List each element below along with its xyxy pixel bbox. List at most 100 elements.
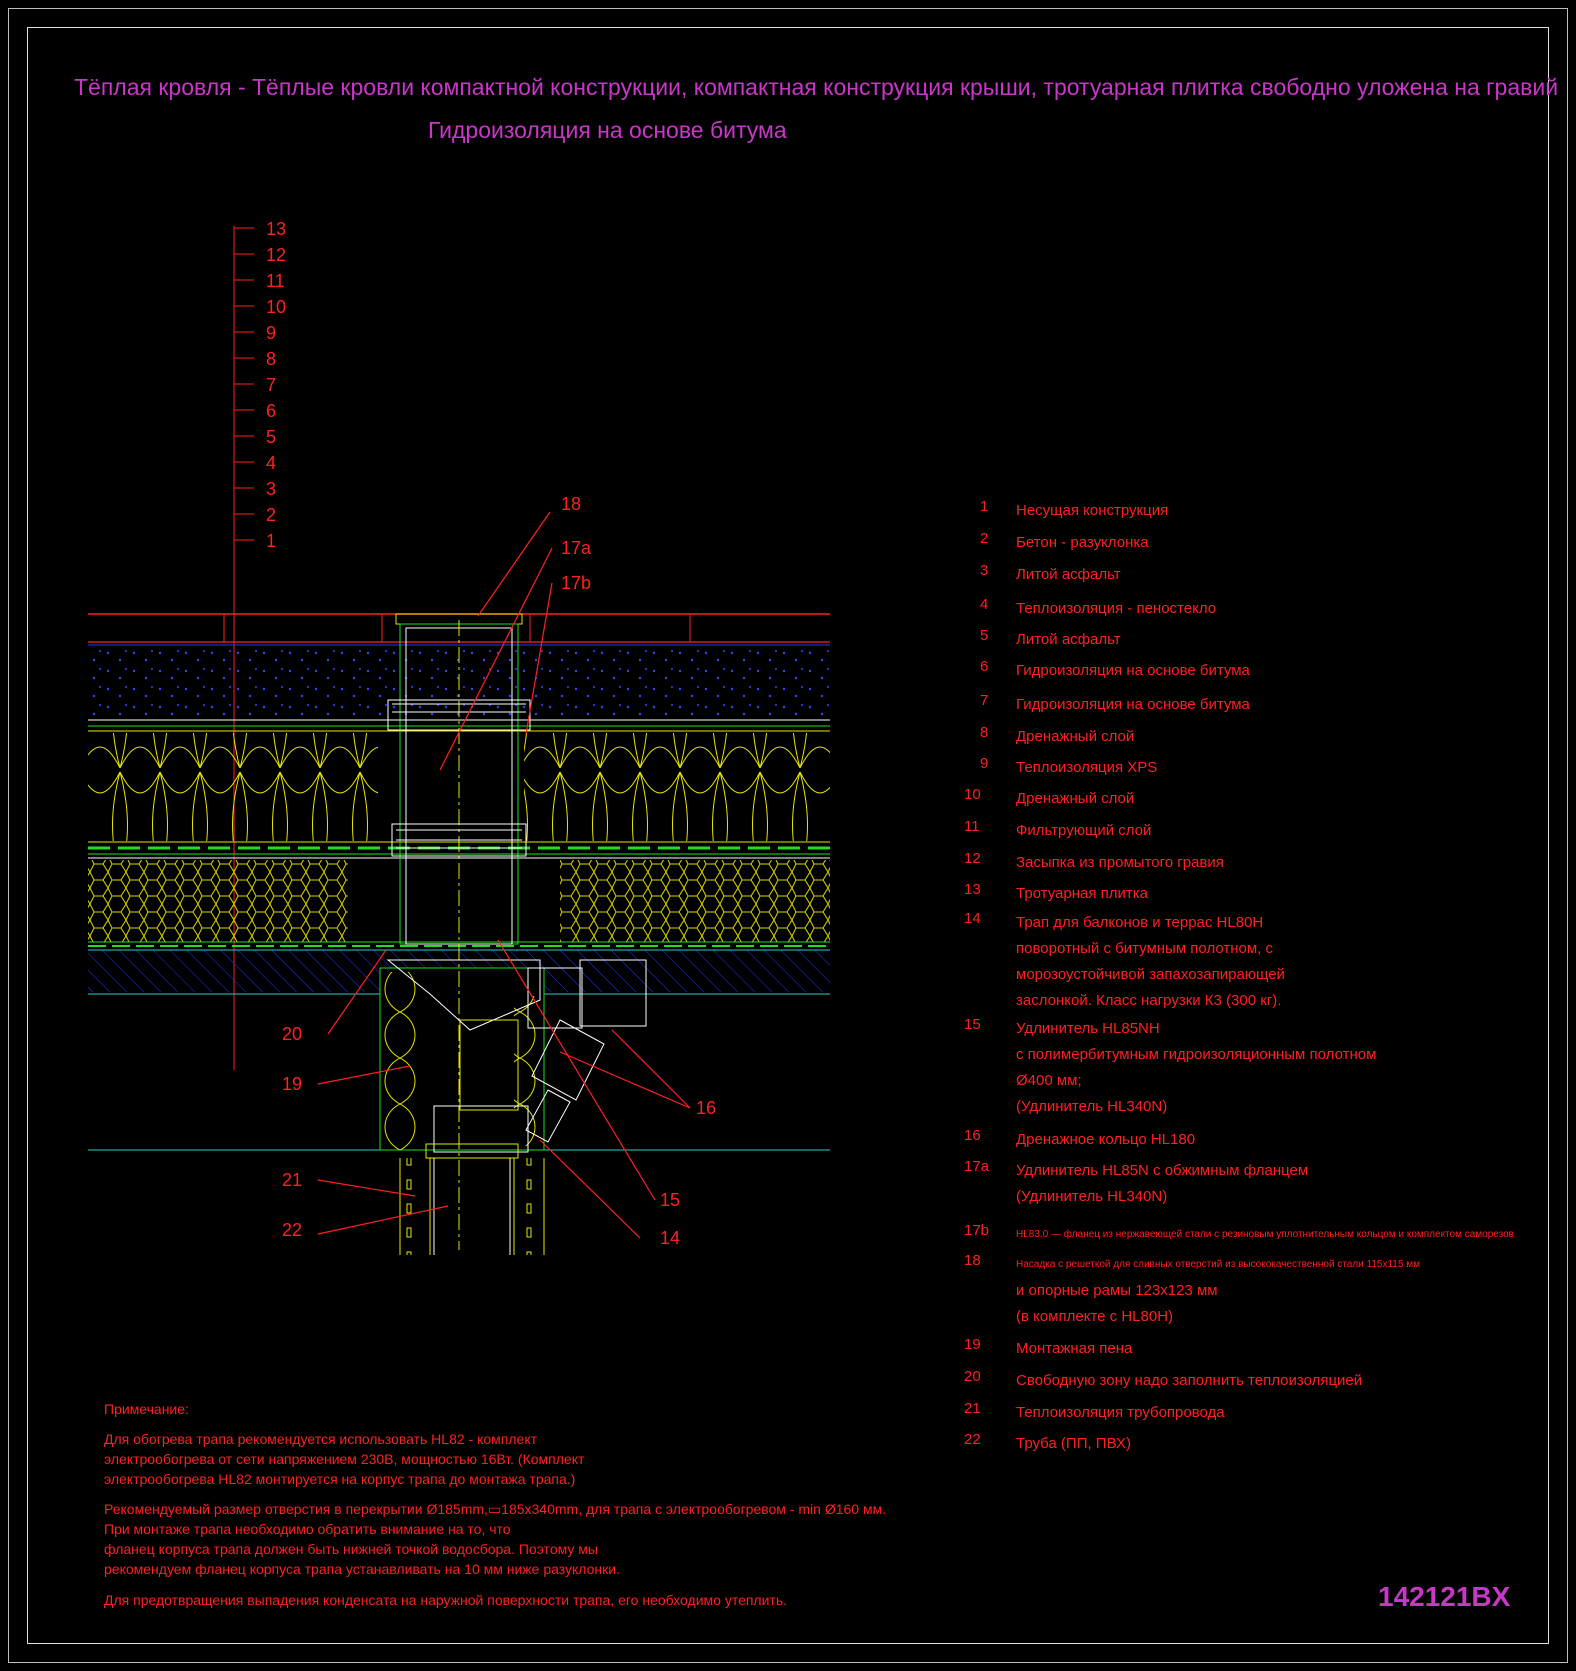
callout-14: 14 [660, 1228, 681, 1248]
drawing-code: 142121BX [1378, 1581, 1511, 1612]
legend-line: HL83.0 — фланец из нержавеющей стали с р… [1016, 1229, 1514, 1240]
legend-line: Удлинитель HL85N с обжимным фланцем [1016, 1162, 1309, 1179]
legend-line: Литой асфальт [1016, 631, 1121, 648]
legend-line: поворотный с битумным полотном, с [1016, 940, 1274, 957]
legend-line: Дренажное кольцо HL180 [1016, 1131, 1196, 1148]
legend-number: 18 [964, 1252, 981, 1269]
legend-line: Фильтрующий слой [1016, 822, 1152, 839]
callout-8: 8 [266, 349, 277, 369]
legend-number: 15 [964, 1016, 981, 1033]
legend-text: Удлинитель HL85N с обжимным фланцем (Удли… [1016, 1158, 1308, 1210]
legend-line: Удлинитель HL85NH [1016, 1020, 1160, 1037]
legend-number: 5 [980, 627, 989, 644]
callout-leaders [317, 511, 691, 1239]
legend-line: Бетон - разуклонка [1016, 534, 1149, 551]
legend-number: 17b [964, 1222, 990, 1239]
legend-text: Засыпка из промытого гравия [1016, 850, 1224, 876]
legend-line: заслонкой. Класс нагрузки К3 (300 кг). [1016, 992, 1282, 1009]
legend-line: (Удлинитель HL340N) [1016, 1188, 1168, 1205]
note-line: Рекомендуемый размер отверстия в перекры… [104, 1501, 887, 1517]
callout-11: 11 [266, 271, 285, 291]
legend-text: Теплоизоляция - пеностекло [1016, 596, 1216, 622]
legend-number: 7 [980, 692, 989, 709]
callout-1: 1 [266, 531, 277, 551]
notes-heading: Примечание: [104, 1401, 189, 1417]
legend-number: 11 [964, 818, 980, 835]
legend-text: Монтажная пена [1016, 1336, 1132, 1362]
callout-10: 10 [266, 297, 287, 317]
legend-line: (в комплекте с HL80H) [1016, 1308, 1174, 1325]
title-line-1: Тёплая кровля - Тёплые кровли компактной… [74, 74, 1559, 100]
legend-line: Труба (ПП, ПВХ) [1016, 1435, 1131, 1452]
callout-13: 13 [266, 219, 287, 239]
legend-line: Трап для балконов и террас HL80H [1016, 914, 1264, 931]
legend-text: Фильтрующий слой [1016, 818, 1151, 844]
note-paragraph: Для предотвращения выпадения конденсата … [104, 1590, 787, 1610]
legend-text: Бетон - разуклонка [1016, 530, 1149, 556]
outer-frame [8, 8, 1568, 1663]
legend-text: Тротуарная плитка [1016, 881, 1148, 907]
legend-text: Удлинитель HL85NH с полимербитумным гидр… [1016, 1016, 1376, 1120]
legend-number: 9 [980, 755, 989, 772]
callout-2: 2 [266, 505, 277, 525]
legend-line: Теплоизоляция - пеностекло [1016, 600, 1217, 617]
callout-21: 21 [282, 1170, 303, 1190]
legend-text: Теплоизоляция XPS [1016, 755, 1157, 781]
legend-number: 19 [964, 1336, 981, 1353]
legend-line: Теплоизоляция XPS [1016, 759, 1158, 776]
callout-6: 6 [266, 401, 277, 421]
legend-text: Труба (ПП, ПВХ) [1016, 1431, 1131, 1457]
legend-number: 20 [964, 1368, 981, 1385]
legend-number: 4 [980, 596, 989, 613]
legend-line: Свободную зону надо заполнить теплоизоля… [1016, 1372, 1363, 1389]
legend-number: 14 [964, 910, 981, 927]
legend-number: 16 [964, 1127, 981, 1144]
legend-line: Засыпка из промытого гравия [1016, 854, 1224, 871]
legend-number: 21 [964, 1400, 981, 1417]
legend-line: Тротуарная плитка [1016, 885, 1149, 902]
legend-text: Свободную зону надо заполнить теплоизоля… [1016, 1368, 1362, 1394]
legend-line: морозоустойчивой запахозапирающей [1016, 966, 1285, 983]
note-line: фланец корпуса трапа должен быть нижней … [104, 1541, 598, 1557]
legend-text: Несущая конструкция [1016, 498, 1168, 524]
legend-line: Дренажный слой [1016, 728, 1135, 745]
callout-12: 12 [266, 245, 287, 265]
legend-line: Ø400 мм; [1016, 1072, 1082, 1089]
callout-17b: 17b [561, 573, 592, 593]
callout-3: 3 [266, 479, 277, 499]
callout-22: 22 [282, 1220, 303, 1240]
callout-16: 16 [696, 1098, 717, 1118]
callout-17a: 17a [561, 538, 592, 558]
legend-text: Трап для балконов и террас HL80H поворотн… [1016, 910, 1285, 1014]
legend-text: Гидроизоляция на основе битума [1016, 692, 1250, 718]
legend-line: Насадка с решеткой для сливных отверстий… [1016, 1259, 1420, 1270]
legend-number: 10 [964, 786, 981, 803]
legend-line: и опорные рамы 123x123 мм [1016, 1282, 1218, 1299]
legend-line: (Удлинитель HL340N) [1016, 1098, 1168, 1115]
note-line: рекомендуем фланец корпуса трапа устанав… [104, 1561, 620, 1577]
legend-text: Гидроизоляция на основе битума [1016, 658, 1250, 684]
legend-line: Гидроизоляция на основе битума [1016, 662, 1250, 679]
legend-number: 8 [980, 724, 989, 741]
legend-number: 13 [964, 881, 981, 898]
legend-text: Дренажный слой [1016, 786, 1134, 812]
legend-text: Литой асфальт [1016, 562, 1121, 588]
legend-number: 2 [980, 530, 989, 547]
title-line-2: Гидроизоляция на основе битума [428, 117, 787, 143]
legend-text: Литой асфальт [1016, 627, 1121, 653]
callout-19: 19 [282, 1074, 303, 1094]
legend-number: 12 [964, 850, 981, 867]
legend-line: с полимербитумным гидроизоляционным поло… [1016, 1046, 1377, 1063]
inner-frame [27, 27, 1549, 1644]
legend-line: Гидроизоляция на основе битума [1016, 696, 1250, 713]
legend-text: Дренажное кольцо HL180 [1016, 1127, 1195, 1153]
legend-line: Монтажная пена [1016, 1340, 1133, 1357]
drain-assembly [386, 613, 647, 1255]
note-line: электрообогрева от сети напряжением 230В… [104, 1451, 585, 1467]
callout-4: 4 [266, 453, 277, 473]
stack-callouts: 13 12 11 10 9 8 7 6 5 4 3 2 1 [266, 216, 286, 554]
note-line: Для обогрева трапа рекомендуется использ… [104, 1431, 538, 1447]
legend-number: 6 [980, 658, 989, 675]
slab-opening [379, 967, 545, 1151]
